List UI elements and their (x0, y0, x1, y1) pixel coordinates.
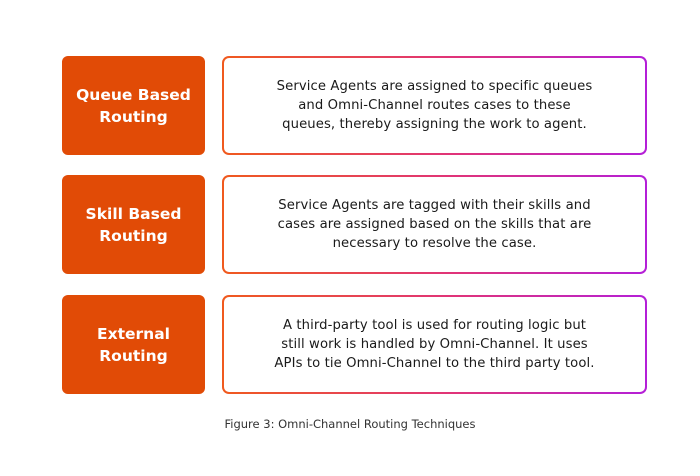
routing-description-box: A third-party tool is used for routing l… (222, 295, 647, 394)
routing-description-text: A third-party tool is used for routing l… (274, 318, 595, 371)
routing-type-box: External Routing (62, 295, 205, 394)
routing-description-box: Service Agents are assigned to specific … (222, 56, 647, 155)
routing-row-queue-based: Queue Based Routing Service Agents are a… (62, 56, 647, 155)
routing-type-label: Queue Based Routing (76, 85, 191, 126)
routing-description-box: Service Agents are tagged with their ski… (222, 175, 647, 274)
routing-type-box: Queue Based Routing (62, 56, 205, 155)
routing-row-skill-based: Skill Based Routing Service Agents are t… (62, 175, 647, 274)
routing-description-text: Service Agents are tagged with their ski… (277, 198, 592, 251)
routing-row-external: External Routing A third-party tool is u… (62, 295, 647, 394)
routing-description-text: Service Agents are assigned to specific … (276, 79, 593, 132)
routing-type-label: Skill Based Routing (85, 204, 182, 245)
routing-type-label: External Routing (97, 324, 170, 365)
figure-caption: Figure 3: Omni-Channel Routing Technique… (224, 417, 476, 431)
routing-type-box: Skill Based Routing (62, 175, 205, 274)
